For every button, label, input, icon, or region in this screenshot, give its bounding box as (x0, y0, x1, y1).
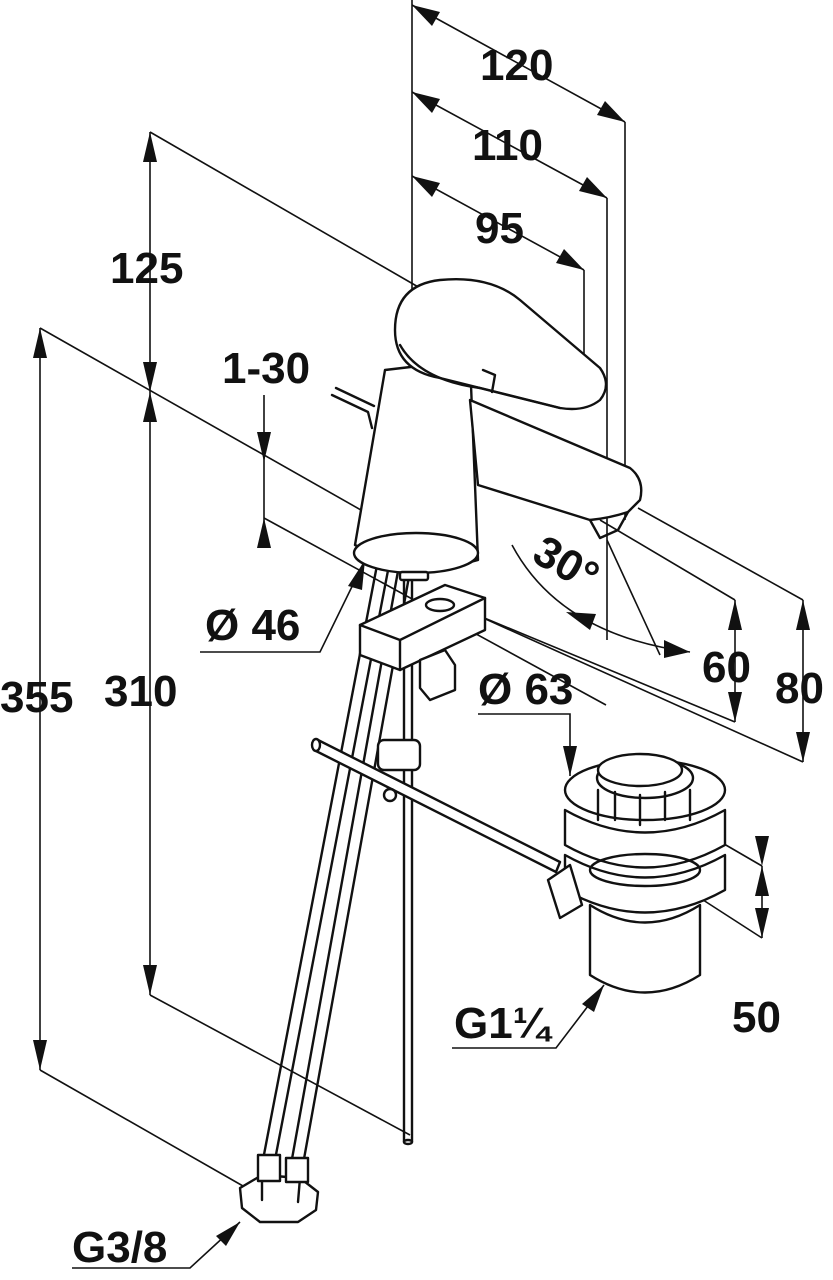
supply-nut (238, 1153, 320, 1224)
label-height-top: 125 (110, 244, 183, 293)
mounting-plate (358, 583, 487, 702)
label-tap-diameter: Ø 46 (205, 601, 300, 650)
label-width-spout: 95 (475, 204, 524, 253)
label-spout-height-80: 80 (775, 664, 824, 713)
label-width-total: 120 (480, 41, 553, 90)
dimension-arrows (33, 5, 810, 1246)
label-waste-height: 50 (732, 993, 781, 1042)
label-waste-thread: G1¼ (454, 999, 553, 1048)
label-spout-angle: 30° (525, 526, 607, 602)
waste-valve (546, 752, 727, 994)
label-spout-height-60: 60 (702, 643, 751, 692)
faucet-body (330, 278, 643, 582)
label-height-body: 310 (104, 667, 177, 716)
label-supply-thread: G3/8 (72, 1223, 167, 1272)
popup-rod (310, 737, 562, 874)
label-height-overall: 355 (0, 673, 73, 722)
dimension-labels: 120 110 95 125 1-30 Ø 46 355 310 Ø 63 30… (0, 41, 824, 1272)
label-waste-diameter: Ø 63 (478, 665, 573, 714)
label-thickness: 1-30 (222, 344, 310, 393)
label-width-mid: 110 (472, 121, 543, 170)
